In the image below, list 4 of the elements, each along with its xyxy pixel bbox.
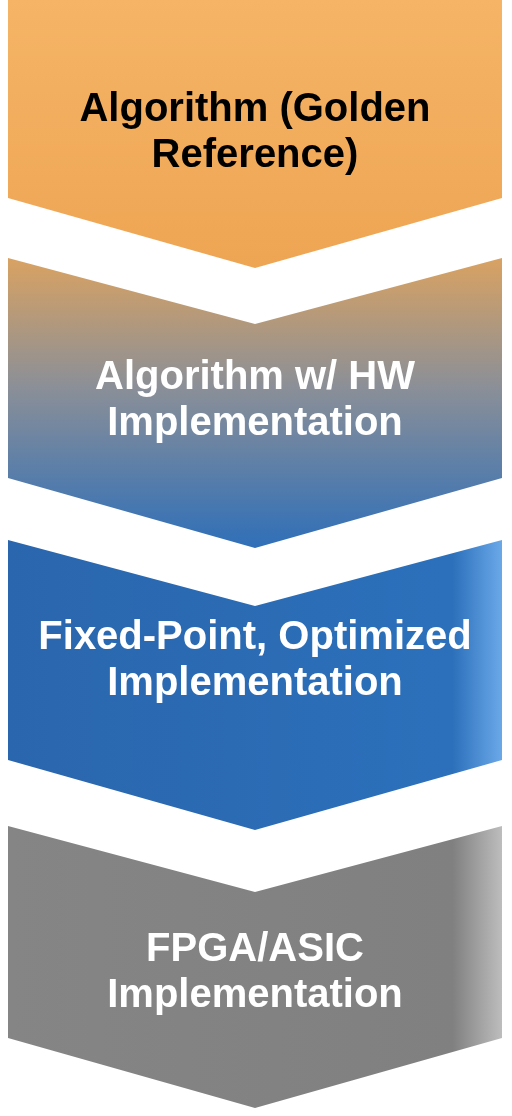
- step-label: Fixed-Point, Optimized Implementation: [37, 612, 473, 704]
- step-label: Algorithm (Golden Reference): [78, 84, 432, 176]
- step-label: Algorithm w/ HW Implementation: [94, 352, 416, 444]
- step-label: FPGA/ASIC Implementation: [106, 924, 404, 1016]
